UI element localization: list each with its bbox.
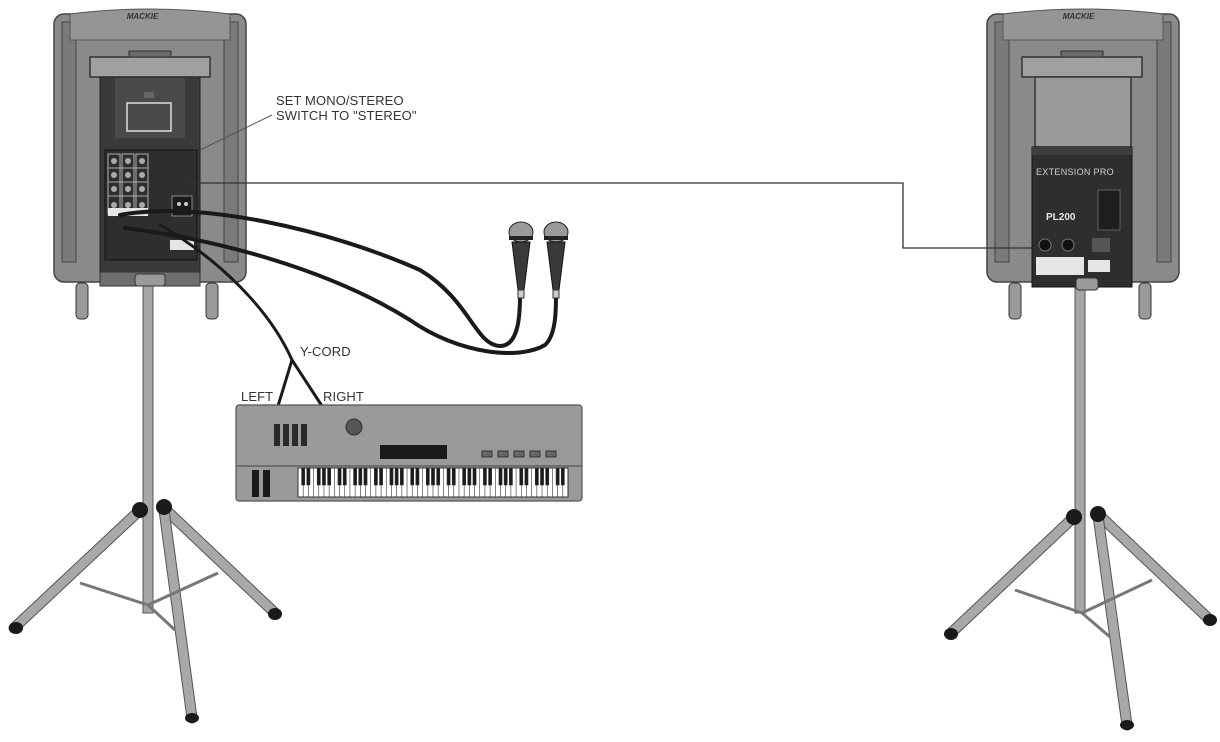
y-cord-cable xyxy=(158,223,324,408)
mono-stereo-note: SET MONO/STEREO SWITCH TO "STEREO" xyxy=(276,93,417,123)
right-channel-label: RIGHT xyxy=(323,389,364,404)
left-speaker-brand: MACKIE xyxy=(126,12,159,21)
right-speaker-panel-title: EXTENSION PRO xyxy=(1036,167,1114,177)
microphone-2 xyxy=(543,221,569,299)
mono-stereo-note-line1: SET MONO/STEREO xyxy=(276,93,404,108)
right-speaker-brand: MACKIE xyxy=(1062,12,1095,21)
note-leader-line xyxy=(199,114,273,151)
right-tripod-stand xyxy=(944,282,1217,731)
mono-stereo-note-line2: SWITCH TO "STEREO" xyxy=(276,108,417,123)
left-tripod-stand xyxy=(8,282,282,724)
keyboard xyxy=(235,404,583,502)
y-cord-label: Y-CORD xyxy=(300,344,351,359)
left-speaker xyxy=(53,8,247,320)
left-channel-label: LEFT xyxy=(241,389,274,404)
speaker-link-cable xyxy=(180,182,1040,249)
microphone-cables xyxy=(118,209,558,355)
microphone-1 xyxy=(508,221,534,299)
right-speaker xyxy=(986,8,1180,320)
right-speaker-model: PL200 xyxy=(1046,212,1076,223)
